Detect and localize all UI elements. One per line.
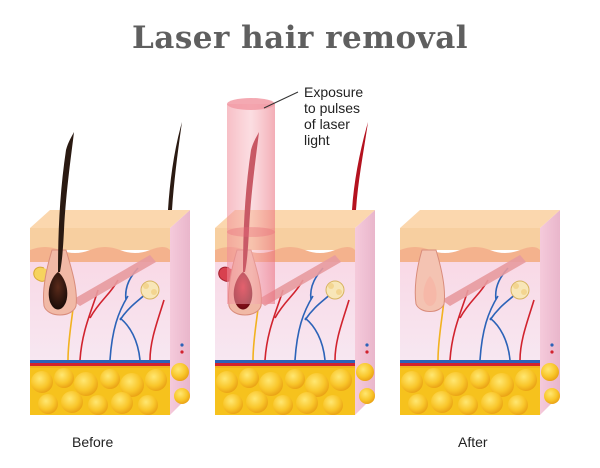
callout-pointer (263, 91, 299, 109)
epidermis-layer (30, 228, 170, 250)
callout-line: Exposure (304, 84, 364, 100)
hair-bulb (48, 272, 68, 310)
hair-shaft-2 (168, 122, 182, 210)
epidermis-top (30, 210, 190, 228)
skin-block-laser (215, 91, 375, 415)
sweat-gland (325, 280, 345, 300)
diagram-title: Laser hair removal (131, 20, 469, 56)
block-side (170, 210, 190, 415)
fat-cells (216, 363, 375, 415)
laser-beam (227, 98, 275, 304)
callout-line: light (304, 132, 330, 148)
skin-block-after (400, 210, 560, 415)
arrector-muscle (257, 255, 341, 306)
fat-cells (31, 363, 190, 415)
epidermis-layer (400, 228, 540, 250)
epidermis-top (400, 210, 560, 228)
callout-line: of laser (304, 116, 350, 132)
caption-after: After (458, 434, 488, 450)
caption-before: Before (72, 434, 114, 450)
arrector-muscle (442, 255, 526, 306)
arrector-muscle (72, 255, 156, 306)
destroyed-bulb (423, 276, 437, 306)
nerve-line (30, 366, 170, 368)
vein-line (30, 360, 170, 363)
callout-line: to pulses (304, 100, 361, 116)
sweat-gland (140, 280, 160, 300)
skin-block-before (30, 122, 190, 415)
laser-callout: Exposure to pulses of laser light (304, 84, 363, 148)
fat-cells (401, 363, 560, 415)
artery-line (30, 363, 170, 366)
hair-shaft (58, 132, 74, 272)
block-side (355, 210, 375, 415)
sweat-gland (510, 280, 530, 300)
hair-shaft-2-heated (352, 122, 368, 210)
block-side (540, 210, 560, 415)
